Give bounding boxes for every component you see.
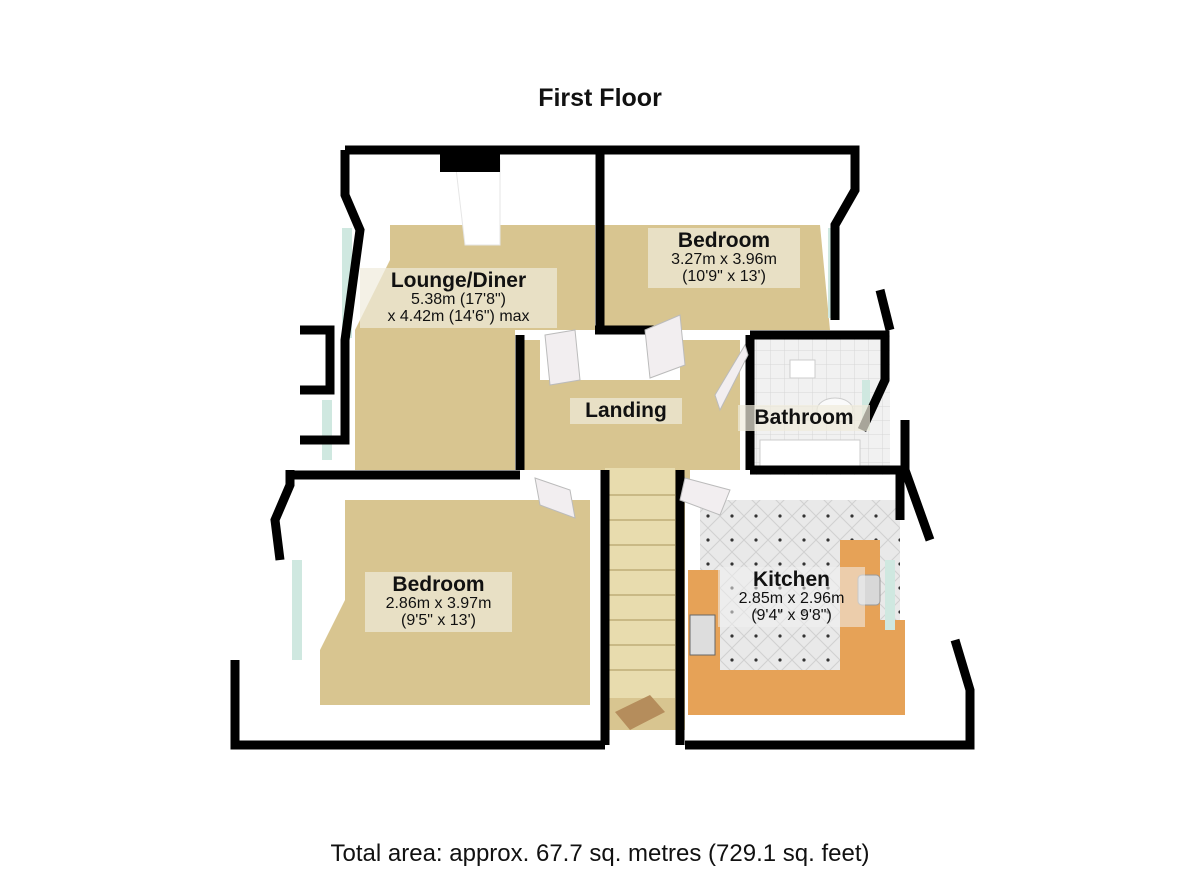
room-label-kitchen: Kitchen 2.85m x 2.96m (9'4" x 9'8") — [718, 567, 865, 627]
room-label-landing: Landing — [570, 398, 682, 425]
total-area: Total area: approx. 67.7 sq. metres (729… — [330, 840, 870, 867]
room-label-bathroom: Bathroom — [738, 405, 870, 432]
room-label-bedroom-top: Bedroom 3.27m x 3.96m (10'9" x 13') — [648, 228, 800, 288]
room-label-bedroom-bottom: Bedroom 2.86m x 3.97m (9'5" x 13') — [365, 572, 512, 632]
room-dimension: x 4.42m (14'6") max — [387, 307, 530, 325]
room-dimension: 3.27m x 3.96m — [671, 251, 777, 269]
staircase — [605, 468, 675, 730]
room-name: Kitchen — [752, 568, 830, 591]
walls — [230, 145, 975, 750]
room-name: Lounge/Diner — [390, 269, 527, 292]
room-dimension: 2.85m x 2.96m — [738, 590, 845, 608]
room-name: Landing — [585, 399, 667, 422]
floor-title: First Floor — [538, 84, 662, 112]
room-name: Bedroom — [677, 229, 771, 252]
room-dimension: (9'5" x 13') — [401, 611, 476, 629]
room-name: Bathroom — [754, 406, 854, 429]
room-dimension: 5.38m (17'8") — [411, 291, 506, 309]
room-name: Bedroom — [392, 573, 485, 596]
doors — [534, 314, 749, 519]
room-dimension: (9'4" x 9'8") — [751, 606, 832, 624]
room-dimension: 2.86m x 3.97m — [385, 595, 492, 613]
room-dimension: (10'9" x 13') — [682, 267, 766, 285]
room-label-lounge-diner: Lounge/Diner 5.38m (17'8") x 4.42m (14'6… — [360, 268, 557, 328]
